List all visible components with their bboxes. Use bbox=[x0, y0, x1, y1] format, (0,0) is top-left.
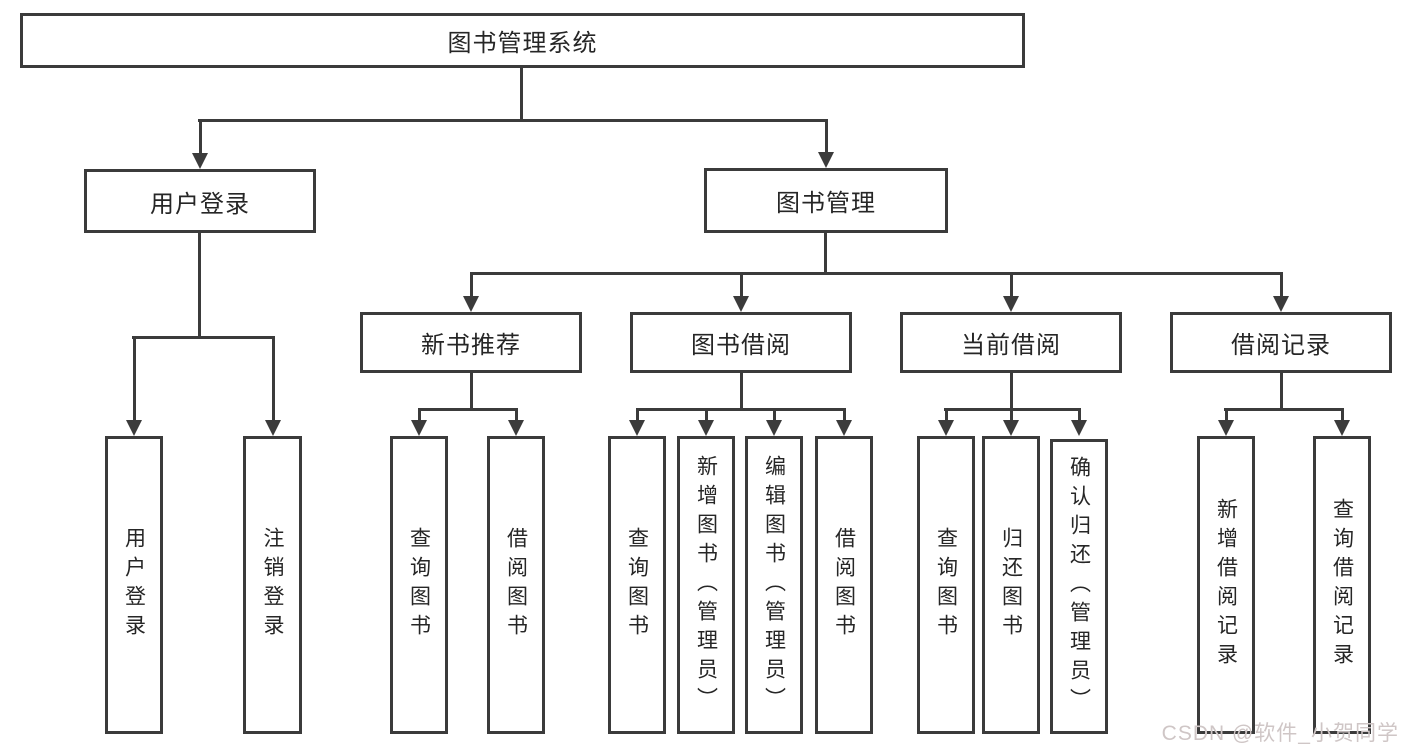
arrow-down-icon bbox=[1003, 296, 1019, 312]
leaf-current-query-books-label: 查询图书 bbox=[934, 527, 958, 643]
arrow-c1 bbox=[938, 408, 954, 436]
node-root-label: 图书管理系统 bbox=[447, 30, 598, 57]
arrow-down-icon bbox=[411, 420, 427, 436]
arrow-down-icon bbox=[733, 296, 749, 312]
leaf-add-books-admin: 新增图书（管理员） bbox=[677, 436, 735, 734]
arrow-to-new-book-recommend bbox=[463, 272, 479, 312]
arrow-to-user-login bbox=[192, 119, 208, 169]
arrow-down-icon bbox=[1273, 296, 1289, 312]
arrow-b3 bbox=[766, 408, 782, 436]
leaf-recommend-borrow-books-label: 借阅图书 bbox=[504, 527, 528, 643]
node-new-book-recommend: 新书推荐 bbox=[360, 312, 582, 373]
arrow-to-borrow-records bbox=[1273, 272, 1289, 312]
connector-group-d-rail bbox=[1224, 408, 1343, 411]
node-book-management: 图书管理 bbox=[704, 168, 948, 233]
arrow-to-book-borrow bbox=[733, 272, 749, 312]
leaf-user-login-label: 用户登录 bbox=[122, 527, 146, 643]
arrow-to-book-management bbox=[818, 119, 834, 168]
node-current-borrow-label: 当前借阅 bbox=[961, 332, 1061, 359]
arrow-down-icon bbox=[938, 420, 954, 436]
arrow-down-icon bbox=[1003, 420, 1019, 436]
connector-level1-rail bbox=[198, 119, 828, 122]
node-user-login-label: 用户登录 bbox=[150, 190, 250, 218]
arrow-down-icon bbox=[126, 420, 142, 436]
arrow-down-icon bbox=[508, 420, 524, 436]
arrow-a1 bbox=[411, 408, 427, 436]
leaf-add-borrow-record-label: 新增借阅记录 bbox=[1214, 498, 1238, 672]
leaf-add-books-admin-label: 新增图书（管理员） bbox=[694, 454, 718, 716]
arrow-to-leaf-user-login bbox=[126, 336, 142, 436]
leaf-edit-books-admin-label: 编辑图书（管理员） bbox=[762, 454, 786, 716]
leaf-recommend-query-books-label: 查询图书 bbox=[407, 527, 431, 643]
arrow-a2 bbox=[508, 408, 524, 436]
leaf-return-books: 归还图书 bbox=[982, 436, 1040, 734]
arrow-b1 bbox=[629, 408, 645, 436]
connector-group-b-rail bbox=[636, 408, 846, 411]
arrow-down-icon bbox=[836, 420, 852, 436]
leaf-logout: 注销登录 bbox=[243, 436, 302, 734]
leaf-confirm-return-admin-label: 确认归还（管理员） bbox=[1067, 456, 1091, 717]
connector-group-c-stub bbox=[1010, 373, 1013, 408]
leaf-recommend-borrow-books: 借阅图书 bbox=[487, 436, 545, 734]
leaf-borrow-books: 借阅图书 bbox=[815, 436, 873, 734]
leaf-return-books-label: 归还图书 bbox=[999, 527, 1023, 643]
arrow-d2 bbox=[1334, 408, 1350, 436]
csdn-watermark: CSDN @软件_小贺同学 bbox=[1161, 722, 1399, 745]
connector-group-d-stub bbox=[1280, 373, 1283, 408]
leaf-user-login: 用户登录 bbox=[105, 436, 163, 734]
connector-user-login-stub bbox=[198, 233, 201, 336]
leaf-current-query-books: 查询图书 bbox=[917, 436, 975, 734]
arrow-down-icon bbox=[818, 152, 834, 168]
leaf-recommend-query-books: 查询图书 bbox=[390, 436, 448, 734]
arrow-down-icon bbox=[463, 296, 479, 312]
arrow-to-leaf-logout bbox=[265, 336, 281, 436]
arrow-down-icon bbox=[698, 420, 714, 436]
leaf-query-borrow-record-label: 查询借阅记录 bbox=[1330, 498, 1354, 672]
node-new-book-recommend-label: 新书推荐 bbox=[421, 332, 521, 359]
leaf-edit-books-admin: 编辑图书（管理员） bbox=[745, 436, 803, 734]
arrow-down-icon bbox=[1218, 420, 1234, 436]
arrow-c2 bbox=[1003, 408, 1019, 436]
leaf-borrow-books-label: 借阅图书 bbox=[832, 527, 856, 643]
arrow-down-icon bbox=[1071, 420, 1087, 436]
arrow-d1 bbox=[1218, 408, 1234, 436]
arrow-b4 bbox=[836, 408, 852, 436]
connector-group-a-stub bbox=[470, 373, 473, 408]
leaf-borrow-query-books: 查询图书 bbox=[608, 436, 666, 734]
arrow-to-current-borrow bbox=[1003, 272, 1019, 312]
node-borrow-records-label: 借阅记录 bbox=[1231, 332, 1331, 359]
node-book-management-label: 图书管理 bbox=[776, 190, 876, 217]
leaf-logout-label: 注销登录 bbox=[261, 527, 284, 643]
node-book-borrow-label: 图书借阅 bbox=[691, 332, 791, 359]
arrow-down-icon bbox=[629, 420, 645, 436]
connector-level3-rail bbox=[470, 272, 1283, 275]
leaf-query-borrow-record: 查询借阅记录 bbox=[1313, 436, 1371, 734]
arrow-down-icon bbox=[265, 420, 281, 436]
connector-user-login-rail bbox=[132, 336, 274, 339]
leaf-confirm-return-admin: 确认归还（管理员） bbox=[1050, 439, 1108, 734]
node-user-login: 用户登录 bbox=[84, 169, 316, 233]
connector-root-stub bbox=[520, 68, 523, 119]
node-borrow-records: 借阅记录 bbox=[1170, 312, 1392, 373]
arrow-c3 bbox=[1071, 408, 1087, 436]
leaf-borrow-query-books-label: 查询图书 bbox=[625, 527, 649, 643]
connector-group-b-stub bbox=[740, 373, 743, 408]
node-root: 图书管理系统 bbox=[20, 13, 1025, 68]
connector-book-management-stub bbox=[824, 233, 827, 272]
arrow-down-icon bbox=[192, 153, 208, 169]
arrow-down-icon bbox=[1334, 420, 1350, 436]
node-current-borrow: 当前借阅 bbox=[900, 312, 1122, 373]
node-book-borrow: 图书借阅 bbox=[630, 312, 852, 373]
connector-group-a-rail bbox=[418, 408, 518, 411]
leaf-add-borrow-record: 新增借阅记录 bbox=[1197, 436, 1255, 734]
arrow-b2 bbox=[698, 408, 714, 436]
arrow-down-icon bbox=[766, 420, 782, 436]
